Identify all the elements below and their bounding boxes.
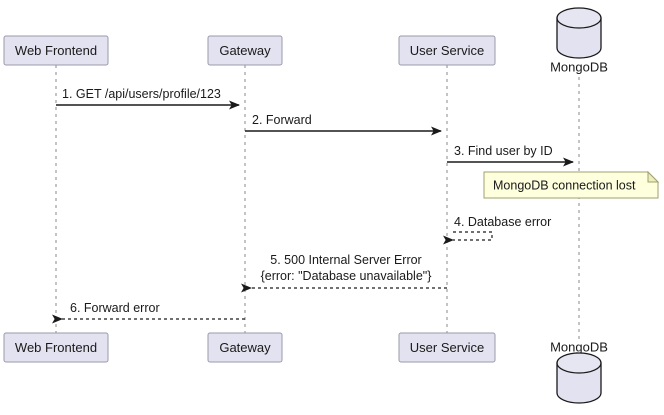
message-4-label: 4. Database error [454,215,551,229]
participants-top: Web Frontend Gateway User Service MongoD… [3,7,608,74]
participant-label-web-frontend-bottom: Web Frontend [15,340,97,355]
participant-label-mongodb-bottom: MongoDB [550,339,608,354]
participant-box-gateway-bottom[interactable] [207,332,283,363]
lifelines [55,65,580,340]
participant-user-service-top[interactable]: User Service [398,35,496,66]
message-1[interactable]: 1. GET /api/users/profile/123 [56,87,240,110]
note-label: MongoDB connection lost [493,178,636,192]
participant-box-user-service-top[interactable] [398,35,496,66]
participant-web-frontend-bottom[interactable]: Web Frontend [3,332,109,363]
message-1-label: 1. GET /api/users/profile/123 [62,87,221,101]
participant-box-web-frontend-bottom[interactable] [3,332,109,363]
message-6-label: 6. Forward error [70,301,160,315]
participant-mongodb-bottom[interactable]: MongoDB [550,339,608,404]
message-5-label-line1: 5. 500 Internal Server Error [270,253,421,267]
note-fold-corner [647,170,660,183]
database-icon-bottom [556,352,602,404]
participant-mongodb-top[interactable]: MongoDB [550,7,608,74]
participant-label-gateway-bottom: Gateway [219,340,271,355]
message-3-label: 3. Find user by ID [454,144,553,158]
note-mongodb-connection-lost[interactable]: MongoDB connection lost [483,170,660,199]
participants-bottom: Web Frontend Gateway User Service MongoD… [3,332,608,404]
message-4[interactable]: 4. Database error [443,215,551,245]
participant-user-service-bottom[interactable]: User Service [398,332,496,363]
participant-box-gateway-top[interactable] [207,35,283,66]
participant-gateway-bottom[interactable]: Gateway [207,332,283,363]
message-4-arrow[interactable] [443,231,493,245]
message-5[interactable]: 5. 500 Internal Server Error {error: "Da… [241,253,447,293]
message-2-label: 2. Forward [252,113,312,127]
message-5-label-line2: {error: "Database unavailable"} [261,269,432,283]
message-3[interactable]: 3. Find user by ID [447,144,574,167]
participant-label-gateway-top: Gateway [219,43,271,58]
database-icon-top [556,7,602,59]
participant-label-user-service-bottom: User Service [410,340,484,355]
participant-web-frontend-top[interactable]: Web Frontend [3,35,109,66]
message-2[interactable]: 2. Forward [245,113,442,136]
participant-label-web-frontend-top: Web Frontend [15,43,97,58]
participant-gateway-top[interactable]: Gateway [207,35,283,66]
note-body[interactable] [483,171,659,199]
participant-box-web-frontend-top[interactable] [3,35,109,66]
participant-label-user-service-top: User Service [410,43,484,58]
participant-label-mongodb-top: MongoDB [550,59,608,74]
message-6[interactable]: 6. Forward error [52,301,245,324]
participant-box-user-service-bottom[interactable] [398,332,496,363]
